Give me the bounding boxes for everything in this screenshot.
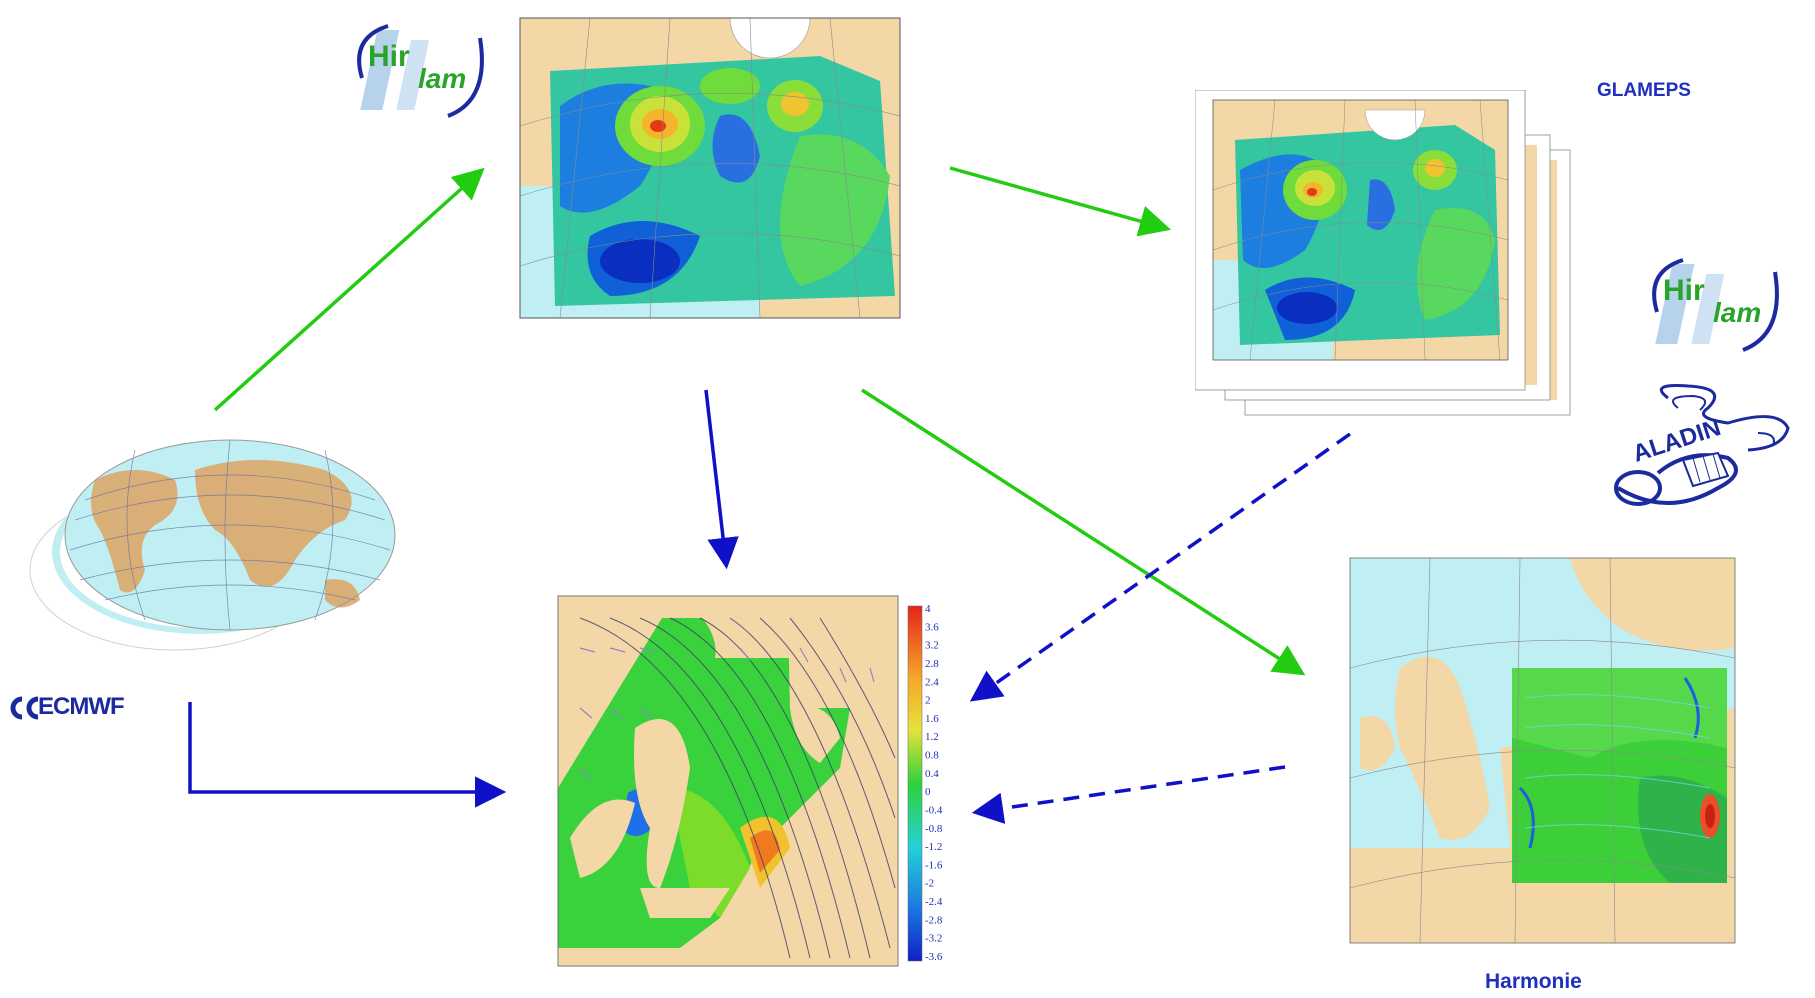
aladin-logo-icon: ALADIN: [1614, 384, 1790, 506]
harmonie-forecast-map: [1340, 548, 1740, 958]
colorbar-tick-label: 2.8: [925, 658, 939, 670]
colorbar-tick-label: 1.2: [925, 731, 939, 743]
colorbar-tick-label: 0.8: [925, 750, 939, 762]
ecmwf-logo: ECMWF: [8, 693, 178, 723]
hirlam-forecast-map: [500, 6, 915, 346]
colorbar-tick-label: -2.4: [925, 896, 943, 908]
arrow-harmonie-to-wave: [971, 765, 1286, 824]
ecmwf-text: ECMWF: [38, 693, 125, 720]
hirlam-logo-top: Hir lam: [340, 8, 490, 128]
hirlam-logo-right: Hir lam: [1635, 242, 1785, 362]
colorbar-tick-label: -0.4: [925, 804, 943, 816]
colorbar-tick-label: -0.8: [925, 823, 943, 835]
hirlam-hir-text: Hir: [368, 40, 410, 73]
aladin-logo: ALADIN: [1608, 378, 1798, 518]
colorbar-tick-label: 1.6: [925, 713, 939, 725]
colorbar-tick-label: 0: [925, 786, 931, 798]
ecmwf-logo-icon: [10, 696, 39, 720]
colorbar-tick-label: 0.4: [925, 768, 939, 780]
arrow-glameps-to-wave: [969, 432, 1352, 702]
colorbar-tick-label: 3.6: [925, 621, 939, 633]
harmonie-label: Harmonie: [1485, 970, 1582, 993]
colorbar-tick-label: -1.2: [925, 841, 942, 853]
colorbar-tick-label: 2.4: [925, 676, 939, 688]
arrow-ecmwf-to-hirlam: [213, 167, 485, 412]
wave-model-map: [540, 588, 930, 980]
globe-map-icon: [29, 439, 396, 651]
arrow-hirlam-to-wave: [704, 389, 739, 570]
hirlam-logo-icon: Hir lam: [1652, 258, 1779, 352]
hirlam-lam-text: lam: [418, 63, 466, 94]
colorbar-tick-label: -2.8: [925, 914, 943, 926]
hirlam-logo-icon: Hir lam: [357, 24, 484, 118]
glameps-label: GLAMEPS: [1597, 80, 1691, 101]
colorbar-tick-label: -3.6: [925, 951, 943, 963]
ecmwf-globe-stack: [25, 430, 435, 660]
colorbar-tick-label: 3.2: [925, 640, 939, 652]
colorbar-tick-label: -1.6: [925, 859, 943, 871]
arrow-hirlam-to-glameps: [949, 166, 1172, 237]
colorbar-tick-label: -2: [925, 878, 934, 890]
colorbar-tick-label: -3.2: [925, 933, 942, 945]
arrow-hirlam-to-harmonie: [861, 388, 1306, 676]
colorbar-tick-label: 4: [925, 604, 931, 615]
hirlam-lam-text: lam: [1713, 297, 1761, 328]
glameps-ensemble-stack: [1194, 89, 1575, 420]
wave-colorbar: 4 3.6 3.2 2.8 2.4 2 1.6 1.2 0.8 0.4 0 -0.4 -0.8 -1.2 -…: [905, 603, 965, 964]
hirlam-hir-text: Hir: [1663, 274, 1705, 307]
colorbar-tick-label: 2: [925, 695, 931, 707]
arrow-ecmwf-to-wave: [188, 702, 507, 808]
